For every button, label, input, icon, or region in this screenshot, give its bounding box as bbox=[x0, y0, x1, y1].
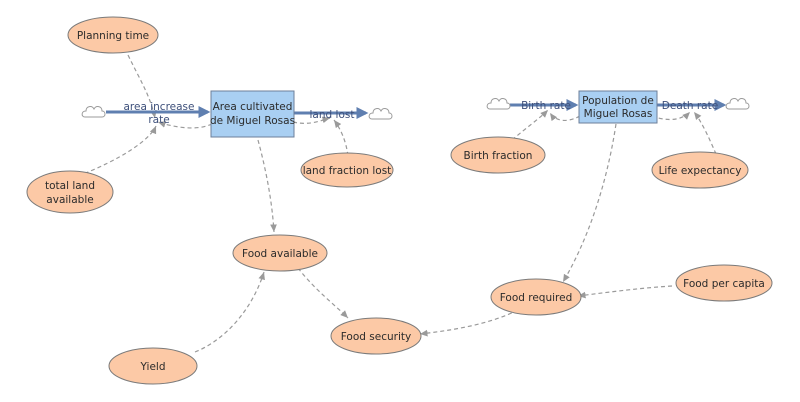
cloud-icon bbox=[725, 98, 750, 110]
link-yield-to-food-available bbox=[194, 271, 265, 353]
flow-land-lost: land lost bbox=[310, 109, 355, 121]
link-population-to-birth-rate bbox=[549, 112, 581, 122]
cloud-icon bbox=[368, 108, 393, 120]
stock-area-cultivated-line1: Area cultivated bbox=[213, 101, 293, 113]
variable-life-expectancy-label: Life expectancy bbox=[659, 165, 742, 177]
cloud-icon bbox=[81, 106, 106, 118]
variable-planning-time[interactable]: Planning time bbox=[67, 16, 159, 54]
link-birth-fraction-to-birth-rate bbox=[511, 109, 549, 141]
stock-population[interactable]: Population de Miguel Rosas bbox=[578, 90, 658, 124]
variable-total-land-available[interactable]: total land available bbox=[26, 170, 114, 214]
variable-food-security[interactable]: Food security bbox=[330, 317, 422, 355]
variable-land-fraction-lost-label: land fraction lost bbox=[303, 165, 392, 177]
variable-food-required-label: Food required bbox=[500, 292, 573, 304]
variable-yield[interactable]: Yield bbox=[108, 347, 198, 385]
stock-area-cultivated[interactable]: Area cultivated de Miguel Rosas bbox=[210, 90, 295, 138]
stock-population-line2: Miguel Rosas bbox=[584, 108, 653, 120]
cloud-icon bbox=[486, 98, 511, 110]
variable-total-land-label-line2: available bbox=[46, 194, 93, 206]
variable-total-land-label-line1: total land bbox=[45, 180, 95, 192]
link-area-cultivated-to-land-lost bbox=[292, 116, 331, 124]
variable-food-security-label: Food security bbox=[341, 331, 411, 343]
flow-area-increase-rate-line1: area increase bbox=[123, 101, 194, 113]
variable-birth-fraction[interactable]: Birth fraction bbox=[450, 136, 546, 174]
stock-area-cultivated-line2: de Miguel Rosas bbox=[210, 115, 295, 127]
link-land-fraction-lost-to-land-lost bbox=[333, 119, 349, 157]
variable-food-per-capita-label: Food per capita bbox=[683, 278, 765, 290]
stock-population-line1: Population de bbox=[582, 95, 654, 107]
variable-food-available-label: Food available bbox=[242, 248, 318, 260]
link-population-to-food-required bbox=[562, 123, 617, 283]
variable-planning-time-label: Planning time bbox=[77, 30, 149, 42]
link-area-cultivated-to-food-available bbox=[257, 139, 277, 233]
variable-life-expectancy[interactable]: Life expectancy bbox=[651, 151, 749, 189]
link-food-per-capita-to-food-required bbox=[577, 285, 673, 299]
link-food-available-to-food-security bbox=[297, 267, 349, 319]
link-food-required-to-food-security bbox=[419, 309, 519, 337]
variable-food-required[interactable]: Food required bbox=[490, 278, 582, 316]
flow-death-rate: Death rate bbox=[662, 100, 718, 112]
link-total-land-to-area-increase bbox=[77, 125, 157, 177]
variable-land-fraction-lost[interactable]: land fraction lost bbox=[300, 152, 394, 188]
link-planning-time-to-area-increase bbox=[127, 54, 157, 119]
flow-birth-rate: Birth rate bbox=[521, 100, 571, 112]
variable-food-per-capita[interactable]: Food per capita bbox=[675, 264, 773, 302]
variable-food-available[interactable]: Food available bbox=[232, 234, 328, 272]
variable-birth-fraction-label: Birth fraction bbox=[464, 150, 533, 162]
link-area-cultivated-to-area-increase bbox=[157, 121, 213, 129]
variable-yield-label: Yield bbox=[140, 361, 166, 373]
flow-area-increase-rate-line2: rate bbox=[148, 114, 169, 126]
link-life-expectancy-to-death-rate bbox=[693, 111, 717, 155]
link-population-to-death-rate bbox=[651, 111, 691, 121]
